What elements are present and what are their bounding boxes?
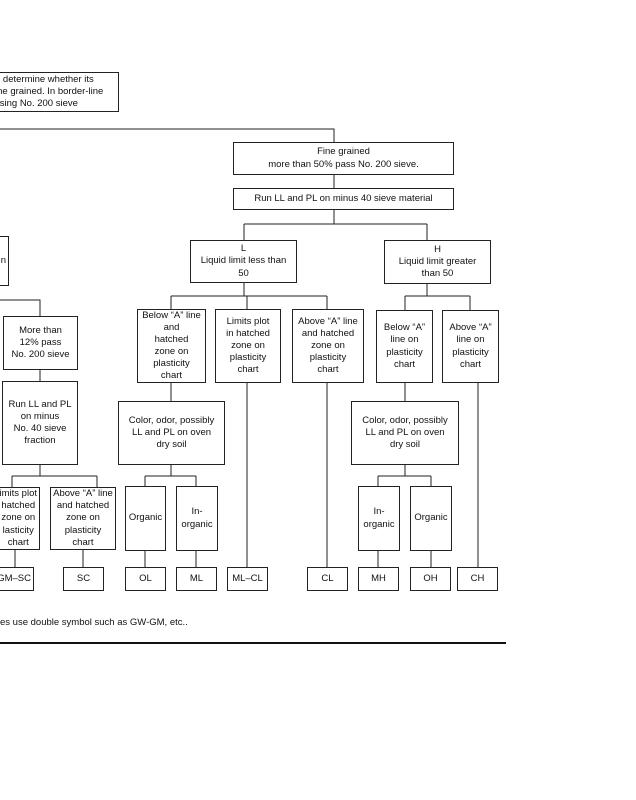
inorganic-l-box: In- organic — [176, 486, 218, 551]
color-odor-h-box: Color, odor, possibly LL and PL on oven … — [351, 401, 459, 465]
liquid-limit-l-box: L Liquid limit less than 50 — [190, 240, 297, 283]
color-odor-l-box: Color, odor, possibly LL and PL on oven … — [118, 401, 225, 465]
below-a-l-box: Below “A” line and hatched zone on plast… — [137, 309, 206, 383]
run-ll-pl-box: Run LL and PL on minus 40 sieve material — [233, 188, 454, 210]
footnote: es use double symbol such as GW-GM, etc.… — [0, 617, 188, 628]
bottom-rule — [0, 642, 506, 644]
organic-h-box: Organic — [410, 486, 452, 551]
above-a-left-box: Above “A” line and hatched zone on plast… — [50, 487, 116, 550]
below-a-h-box: Below “A” line on plasticity chart — [376, 310, 433, 383]
above-a-h-box: Above “A” line on plasticity chart — [442, 310, 499, 383]
symbol-ml: ML — [176, 567, 217, 591]
intro-box: o determine whether its ine grained. In … — [0, 72, 119, 112]
symbol-ol: OL — [125, 567, 166, 591]
more-than-12-box: More than 12% pass No. 200 sieve — [3, 316, 78, 370]
symbol-ch: CH — [457, 567, 498, 591]
run-ll-pl-40-box: Run LL and PL on minus No. 40 sieve frac… — [2, 381, 78, 465]
fine-grained-box: Fine grained more than 50% pass No. 200 … — [233, 142, 454, 175]
symbol-oh: OH — [410, 567, 451, 591]
symbol-gm-sc: GM–SC — [0, 567, 34, 591]
symbol-sc: SC — [63, 567, 104, 591]
limits-plot-l-box: Limits plot in hatched zone on plasticit… — [215, 309, 281, 383]
symbol-mh: MH — [358, 567, 399, 591]
liquid-limit-h-box: H Liquid limit greater than 50 — [384, 240, 491, 284]
organic-l-box: Organic — [125, 486, 166, 551]
above-a-l-box: Above “A” line and hatched zone on plast… — [292, 309, 364, 383]
symbol-cl: CL — [307, 567, 348, 591]
symbol-ml-cl: ML–CL — [227, 567, 268, 591]
inorganic-h-box: In- organic — [358, 486, 400, 551]
limits-plot-left-box: imits plot hatched zone on lasticity cha… — [0, 487, 40, 550]
left-partial-box: n — [0, 236, 9, 286]
